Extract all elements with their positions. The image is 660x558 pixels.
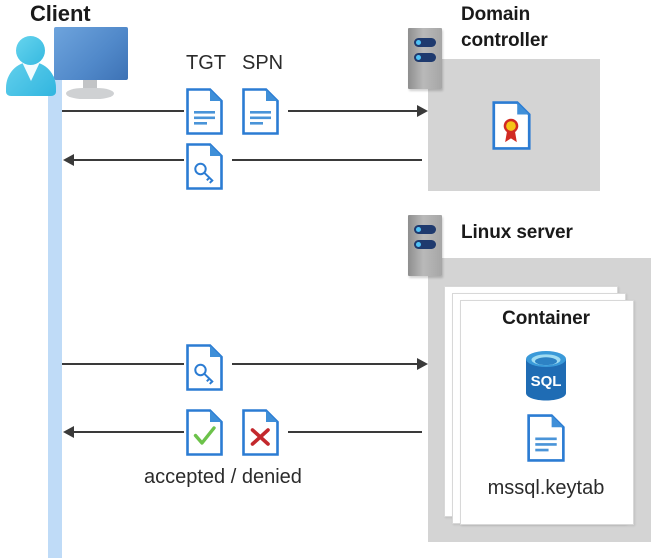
rack-bay <box>414 53 436 62</box>
container-title: Container <box>0 308 660 330</box>
spn-document-icon <box>242 88 279 135</box>
accepted-check-document-icon <box>186 409 223 456</box>
arrow-line-present-right-segment <box>232 363 418 365</box>
service-ticket-key-document-icon <box>186 143 223 190</box>
keytab-filename-label: mssql.keytab <box>487 477 605 499</box>
arrow-line-request-right-segment <box>288 110 418 112</box>
arrow-line-ticket-right-segment <box>232 159 422 161</box>
container-card-front <box>460 300 634 525</box>
sql-label: SQL <box>531 373 562 390</box>
arrow-head-to-linux-server <box>417 358 428 370</box>
linux-server-title: Linux server <box>461 222 573 243</box>
domain-controller-title: Domain controller <box>461 2 651 54</box>
client-title: Client <box>30 1 91 26</box>
certificate-document-icon <box>492 101 531 150</box>
tgt-document-icon <box>186 88 223 135</box>
accepted-denied-label: accepted / denied <box>144 466 302 488</box>
domain-controller-title-line2: controller <box>461 30 548 51</box>
rack-bay <box>414 38 436 47</box>
person-head-icon <box>16 36 45 65</box>
monitor-icon <box>54 27 128 80</box>
arrow-line-result-left-segment <box>73 431 184 433</box>
spn-label: SPN <box>242 52 284 74</box>
keytab-document-icon <box>527 414 565 462</box>
arrow-head-to-domain-controller <box>417 105 428 117</box>
client-lifeline <box>48 76 62 558</box>
domain-controller-server-rack-icon <box>408 28 442 89</box>
denied-cross-document-icon <box>242 409 279 456</box>
monitor-stand <box>66 88 114 99</box>
sql-database-icon: SQL <box>524 350 568 402</box>
client-icon <box>0 0 140 110</box>
arrow-line-result-right-segment <box>288 431 422 433</box>
person-collar <box>22 62 40 81</box>
rack-bay <box>414 225 436 234</box>
present-ticket-key-document-icon <box>186 344 223 391</box>
domain-controller-title-line1: Domain <box>461 4 531 25</box>
rack-bay <box>414 240 436 249</box>
arrow-head-to-client-lower <box>63 426 74 438</box>
arrow-line-ticket-left-segment <box>73 159 184 161</box>
tgt-label: TGT <box>186 52 226 74</box>
arrow-line-request-left-segment <box>62 110 184 112</box>
arrow-head-to-client-upper <box>63 154 74 166</box>
linux-server-rack-icon <box>408 215 442 276</box>
container-title-text: Container <box>502 308 590 329</box>
arrow-line-present-left-segment <box>62 363 184 365</box>
